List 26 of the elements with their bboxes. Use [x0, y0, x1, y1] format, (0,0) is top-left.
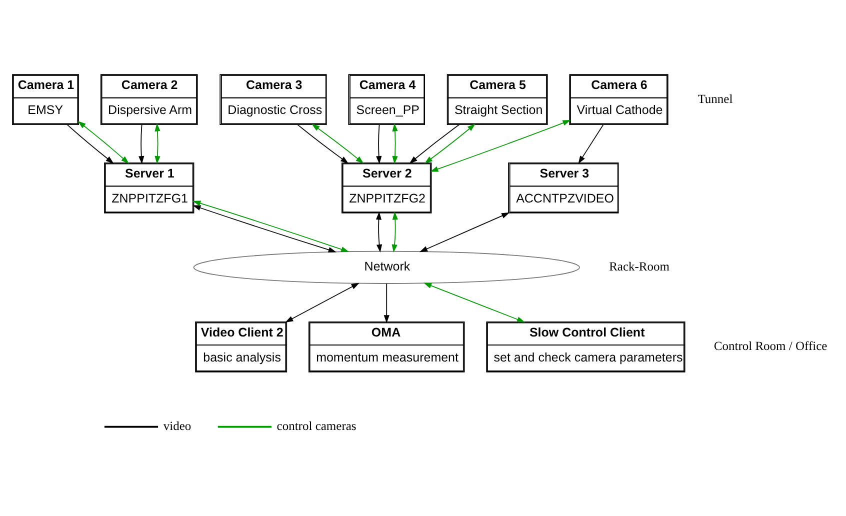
arrow	[424, 282, 526, 322]
arrow	[419, 212, 510, 252]
legend-label: video	[163, 418, 192, 433]
arrow	[424, 123, 476, 164]
arrow	[409, 124, 460, 164]
arrow	[392, 122, 398, 164]
arrow	[376, 211, 382, 252]
arrow	[78, 120, 130, 164]
arrow	[384, 282, 390, 323]
node-ellipse: Network	[193, 250, 580, 284]
legend-label: control cameras	[276, 418, 356, 433]
arrow	[285, 282, 360, 322]
arrow	[376, 124, 382, 164]
arrow	[192, 204, 336, 252]
arrow	[66, 124, 114, 164]
arrow	[578, 124, 604, 164]
arrow	[154, 122, 160, 164]
arrow	[297, 124, 349, 164]
arrow	[430, 119, 571, 172]
arrow	[392, 211, 398, 252]
arrow	[138, 124, 144, 164]
label: Rack-Room	[609, 259, 670, 274]
arrow	[312, 123, 364, 164]
arrow	[192, 200, 350, 252]
label: Control Room / Office	[714, 338, 828, 353]
label: Tunnel	[698, 91, 733, 106]
